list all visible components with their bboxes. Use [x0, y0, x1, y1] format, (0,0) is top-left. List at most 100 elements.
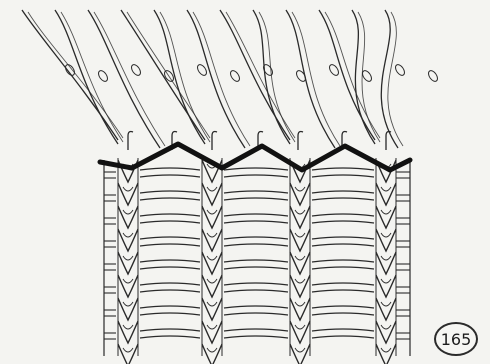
stitch-loop — [118, 298, 138, 320]
figure-number: 165 — [441, 330, 472, 349]
stitch-loop-inner — [381, 325, 391, 329]
rung-lower — [312, 313, 374, 315]
rung-lower — [312, 221, 374, 223]
stitch-loop-inner — [123, 279, 133, 283]
rung-upper — [224, 306, 288, 308]
stitch-loop-inner — [207, 348, 217, 352]
loose-strand — [286, 10, 335, 148]
stitch-loop-inner — [295, 210, 305, 214]
stitch-loop-inner — [123, 210, 133, 214]
stitch-loop — [118, 229, 138, 251]
stitch-loop — [376, 344, 396, 364]
rung-lower — [312, 267, 374, 269]
strand-loop — [130, 63, 143, 77]
loose-strands — [22, 10, 439, 150]
stitch-loop — [290, 321, 310, 343]
loose-strand-edge — [61, 12, 123, 142]
ladder-rungs — [104, 168, 410, 339]
stitch-loop — [202, 229, 222, 251]
stitch-loop — [290, 252, 310, 274]
stitch-loop-inner — [207, 325, 217, 329]
stitch-loop — [290, 275, 310, 297]
rung-lower — [140, 290, 200, 292]
rung-lower — [224, 175, 288, 177]
stitch-loop — [376, 252, 396, 274]
stitch-loop — [118, 183, 138, 205]
rung-lower — [140, 175, 200, 177]
stitch-loop — [376, 298, 396, 320]
stitch-loop-inner — [207, 302, 217, 306]
rung-upper — [140, 329, 200, 331]
rung-upper — [312, 260, 374, 262]
stitch-loop-inner — [123, 233, 133, 237]
rung-upper — [140, 260, 200, 262]
stitch-loop-inner — [123, 348, 133, 352]
rung-lower — [224, 221, 288, 223]
bold-zigzag-yarn — [100, 144, 410, 170]
stitch-loop — [290, 298, 310, 320]
strand-loop — [229, 69, 242, 83]
rung-lower — [140, 221, 200, 223]
strand-loop — [427, 69, 440, 83]
rung-upper — [140, 191, 200, 193]
stitch-loop-inner — [381, 210, 391, 214]
stitch-loop-inner — [295, 233, 305, 237]
stitch-loop-inner — [123, 325, 133, 329]
strand-loop — [328, 63, 341, 77]
rung-lower — [140, 198, 200, 200]
loose-strand-edge — [325, 12, 380, 138]
loose-strand-edge — [358, 12, 380, 142]
rung-lower — [224, 198, 288, 200]
rung-lower — [140, 336, 200, 338]
rung-lower — [224, 244, 288, 246]
strand-loop — [394, 63, 407, 77]
stitch-loop — [202, 252, 222, 274]
zigzag-yarn — [100, 144, 410, 170]
stitch-loop-inner — [207, 279, 217, 283]
stitch-loop — [202, 321, 222, 343]
stitch-loop-inner — [207, 233, 217, 237]
rung-upper — [140, 214, 200, 216]
rung-upper — [140, 283, 200, 285]
loose-strand — [88, 10, 160, 148]
figure-number-badge: 165 — [434, 322, 478, 356]
stitch-loop — [118, 160, 138, 182]
stitch-loop-inner — [207, 256, 217, 260]
stitch-loop-inner — [381, 348, 391, 352]
rung-lower — [312, 175, 374, 177]
stitch-loop-inner — [381, 233, 391, 237]
rung-lower — [140, 313, 200, 315]
stitch-loop — [376, 321, 396, 343]
strand-loop — [97, 69, 110, 83]
rung-upper — [224, 191, 288, 193]
stitch-loop-inner — [295, 187, 305, 191]
rung-lower — [224, 336, 288, 338]
stitch-loop — [202, 183, 222, 205]
stitch-loop — [376, 275, 396, 297]
needle-hook — [298, 132, 303, 151]
rung-upper — [312, 237, 374, 239]
stitch-loop — [376, 206, 396, 228]
stitch-loop — [202, 275, 222, 297]
stitch-loop-inner — [381, 187, 391, 191]
stitch-loop — [202, 298, 222, 320]
rung-lower — [224, 267, 288, 269]
rung-upper — [140, 306, 200, 308]
stitch-loop — [118, 206, 138, 228]
stitch-loop-inner — [207, 210, 217, 214]
stitch-loop — [202, 344, 222, 364]
stitch-loop — [376, 229, 396, 251]
stitch-loop-inner — [295, 256, 305, 260]
stitch-loop — [290, 229, 310, 251]
stitch-loop — [290, 183, 310, 205]
rung-lower — [312, 336, 374, 338]
stitch-loop-inner — [123, 302, 133, 306]
rung-upper — [312, 329, 374, 331]
rung-upper — [224, 168, 288, 170]
rung-upper — [224, 329, 288, 331]
stitch-loop-inner — [295, 279, 305, 283]
rung-upper — [312, 191, 374, 193]
stitch-loop-inner — [123, 187, 133, 191]
